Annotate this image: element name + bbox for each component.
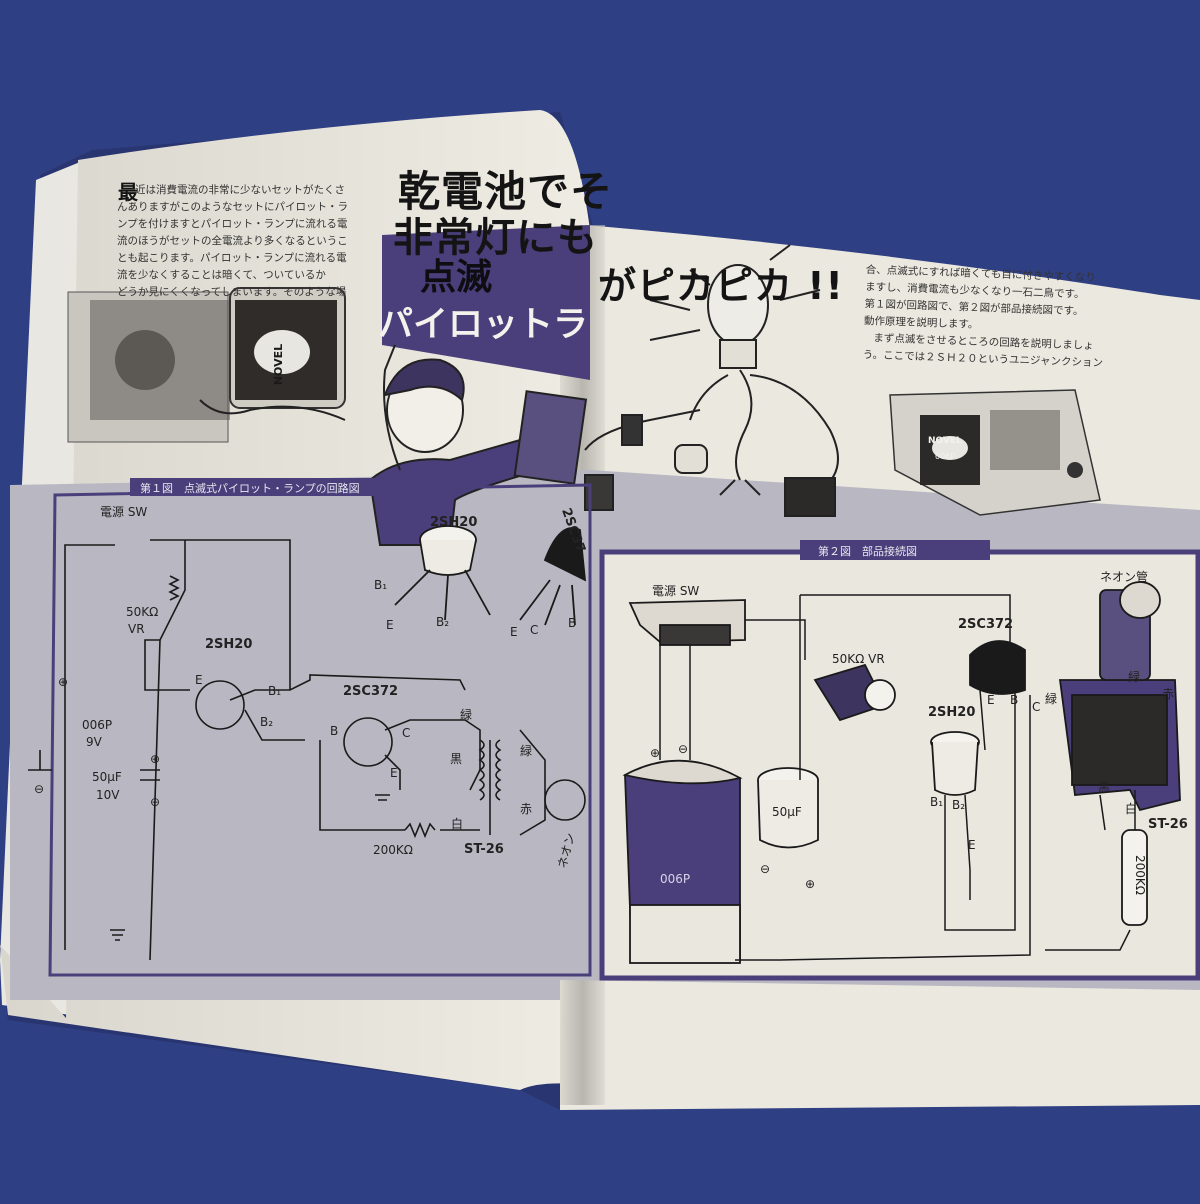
f1-plus-battery: ⊕ [58,675,69,689]
f2-pin-b2: B₂ [952,798,966,812]
figure1-circuit [28,539,586,961]
headline-tail: がピカピカ !! [598,264,844,308]
f1-minus-cap: ⊖ [150,795,161,809]
f1-wire-green2: 緑 [520,744,533,758]
banner-bg [382,225,590,380]
f1-vr-suffix: VR [128,622,145,636]
f1-cap-label: 50μF [92,770,122,784]
f1-transistor-label: 2SC372 [343,684,399,699]
banner-line2: パイロットラ [378,305,589,345]
f2-pin-e2: E [968,838,976,852]
f1-top-pin-b1: B₁ [374,578,388,592]
bulb-character-illustration [584,244,839,517]
f2-wire-green: 緑 [1128,670,1141,684]
figure1-title: 第１図 点滅式パイロット・ランプの回路図 [140,482,360,495]
f1-plus-cap: ⊕ [150,752,161,766]
intro-line: どうか見にくくなってしまいます。そのような場 [117,286,347,298]
f1-wire-white: 白 [451,817,464,831]
f2-cap-label: 50μF [772,805,802,819]
f2-resistor-label: 200KΩ [1132,855,1147,895]
battery-model-right: 006P [935,452,956,461]
f1-minus-battery: ⊖ [34,782,45,796]
intro-drop-cap: 最 [118,180,138,204]
intro-line: 近は消費電流の非常に少ないセットがたくさ [135,184,345,196]
right-paragraph: 合、点滅式にすれば暗くても目に付きやすくなり ますし、消費電流も少なくなり一石二… [862,262,1165,374]
f2-pin-c: C [1032,700,1041,714]
f1-vr-label: 50KΩ [126,605,159,619]
f2-power-switch-label: 電源 SW [652,584,700,598]
headline-line1: 乾電池でそ [398,167,614,216]
intro-line: とも起こります。パイロット・ランプに流れる電 [117,252,347,264]
f2-vr-label: 50KΩ VR [832,652,885,666]
intro-line: 流のほうがセットの全電流より多くなるというこ [117,235,348,247]
f2-wire-black: 黒 [1098,780,1111,794]
figure2-title-bar [800,540,990,560]
f2-plus-battery: ⊕ [650,746,661,760]
f1-top-pin-c: C [530,623,539,637]
f1-pin-b1: B₁ [268,684,282,698]
boy-illustration [368,344,588,546]
figure2-title: 第２図 部品接続図 [818,545,917,558]
f1-top-pin-b2: B₂ [436,615,450,629]
f1-top-pin-e2: E [510,625,518,639]
f1-ujt-top-label: 2SH20 [430,515,478,530]
figure1-title-bar [130,478,430,496]
f1-ujt-label: 2SH20 [205,637,253,652]
f1-battery-v-label: 9V [86,735,102,749]
f1-power-switch-label: 電源 SW [100,505,148,519]
f2-pin-b1: B₁ [930,795,944,809]
figure2-frame [599,549,1200,981]
f1-wire-black: 黒 [450,752,463,766]
f2-minus-battery: ⊖ [678,742,689,756]
f2-minus-cap: ⊖ [760,862,771,876]
f1-wire-red: 赤 [520,802,533,816]
f1-top-pin-b: B [568,616,577,630]
f1-pin-e: E [195,673,203,687]
intro-line: ンプを付けますとパイロット・ランプに流れる電 [117,218,348,230]
f1-transformer-label: ST-26 [464,842,504,857]
photo-pcb-left [67,287,346,443]
f2-ujt-label: 2SH20 [928,705,976,720]
f1-pin-c: C [402,726,411,740]
battery-brand-left: NOVEL [272,343,286,386]
f2-neon-label: ネオン管 [1100,570,1149,584]
f2-transformer-label: ST-26 [1148,817,1188,832]
f2-wire-red: 赤 [1162,687,1175,701]
figure2-wires [659,594,1136,961]
f2-pin-b: B [1010,693,1019,707]
f2-wire-white: 白 [1125,802,1138,816]
f2-battery-label: 006P [660,872,691,886]
figure1-transistor-drawings [394,525,587,626]
f1-resistor-label: 200KΩ [373,843,413,857]
f2-transistor-label: 2SC372 [958,617,1014,632]
f2-plus-cap: ⊕ [805,877,816,891]
f2-wire-green2: 緑 [1045,692,1058,706]
battery-brand-right: NOVEL [928,436,962,446]
banner-line1: 点滅 [420,257,493,298]
intro-line: 流を少なくすることは暗くて、ついているか [117,269,326,281]
f1-pin-b: B [330,724,339,738]
f1-wire-green: 緑 [460,708,473,722]
intro-line: んありますがこのようなセットにパイロット・ラ [117,201,348,213]
f1-pin-e2: E [390,766,398,780]
intro-paragraph: 近は消費電流の非常に少ないセットがたくさ んありますがこのようなセットにパイロッ… [117,182,389,301]
f1-top-pin-e: E [386,618,394,632]
f1-pin-b2: B₂ [260,715,274,729]
photo-pcb-right [889,389,1101,516]
figure2-components [622,581,1181,964]
f1-battery-label: 006P [82,718,113,732]
headline-line2: 非常灯にも [393,215,598,261]
f2-pin-e: E [987,693,995,707]
f1-cap-v-label: 10V [96,788,120,802]
